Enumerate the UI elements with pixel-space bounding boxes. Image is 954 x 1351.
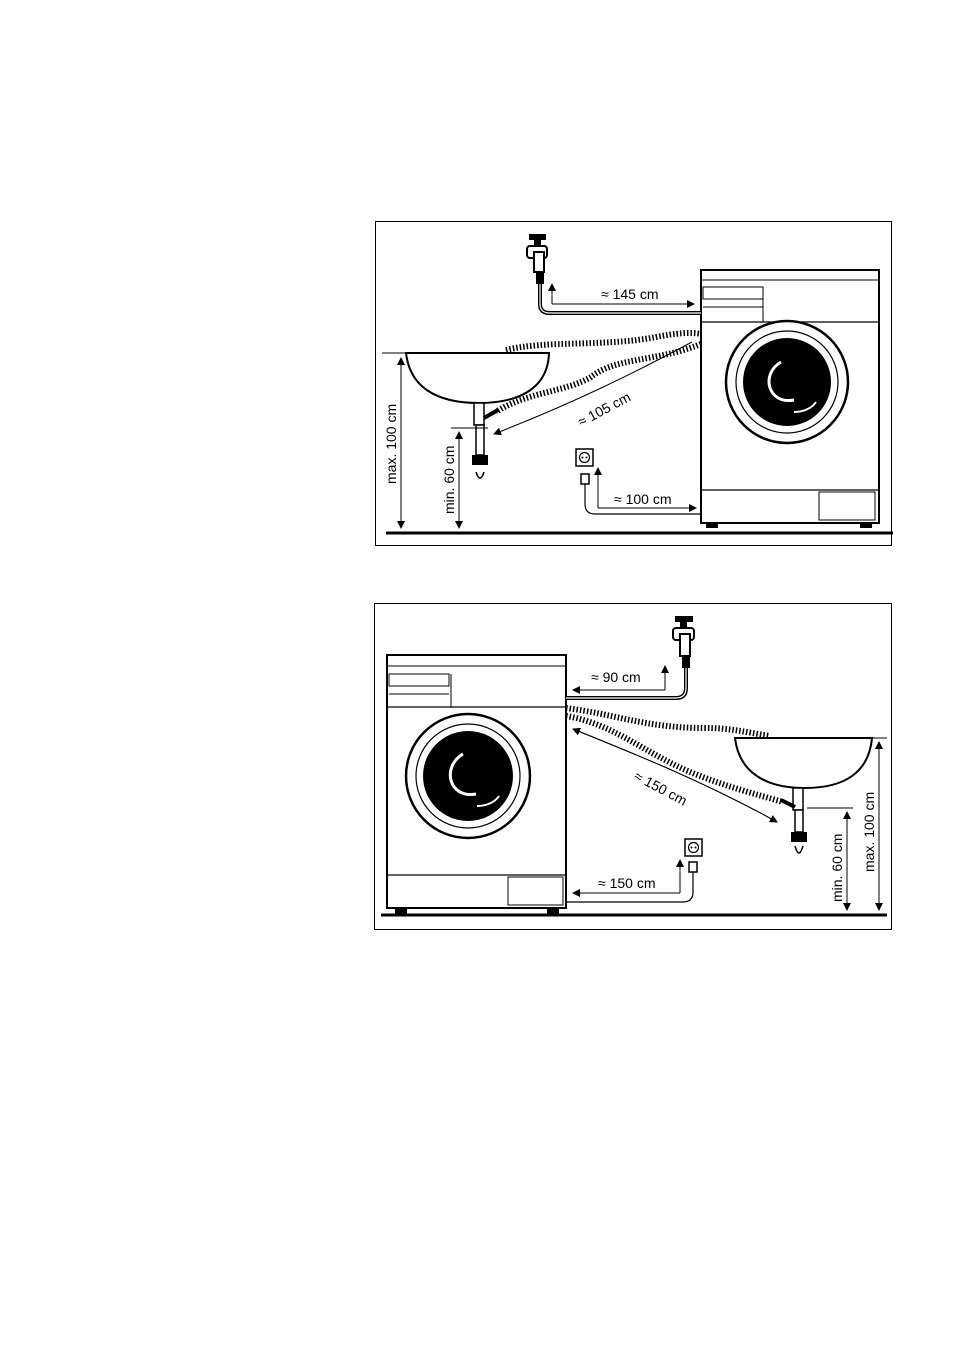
washing-machine — [701, 270, 879, 528]
tap-distance-label: ≈ 145 cm — [601, 286, 658, 302]
sink-basin — [735, 738, 872, 853]
water-tap-icon — [673, 616, 694, 668]
tap-distance-label: ≈ 90 cm — [591, 669, 641, 685]
washing-machine — [387, 655, 566, 914]
drain-distance-label: ≈ 105 cm — [575, 389, 633, 430]
min-height-label: min. 60 cm — [829, 834, 845, 902]
power-distance-label: ≈ 100 cm — [614, 491, 671, 507]
water-tap-icon — [527, 234, 547, 284]
sink-basin — [406, 353, 549, 478]
machine-door — [406, 714, 530, 838]
installation-diagram-sink-left: ≈ 145 cm ≈ 105 cm ≈ 100 cm max. 100 cm m… — [375, 221, 892, 546]
drain-distance-label: ≈ 150 cm — [632, 768, 690, 809]
power-distance-label: ≈ 150 cm — [598, 875, 655, 891]
max-height-label: max. 100 cm — [861, 792, 877, 872]
installation-diagram-sink-right: ≈ 90 cm ≈ 150 cm ≈ 150 cm max. 100 cm mi… — [374, 603, 892, 930]
min-height-label: min. 60 cm — [441, 446, 457, 514]
max-height-label: max. 100 cm — [383, 404, 399, 484]
machine-door — [726, 321, 848, 443]
diagram-2-canvas: ≈ 90 cm ≈ 150 cm ≈ 150 cm max. 100 cm mi… — [375, 604, 893, 931]
diagram-1-canvas: ≈ 145 cm ≈ 105 cm ≈ 100 cm max. 100 cm m… — [376, 222, 893, 547]
